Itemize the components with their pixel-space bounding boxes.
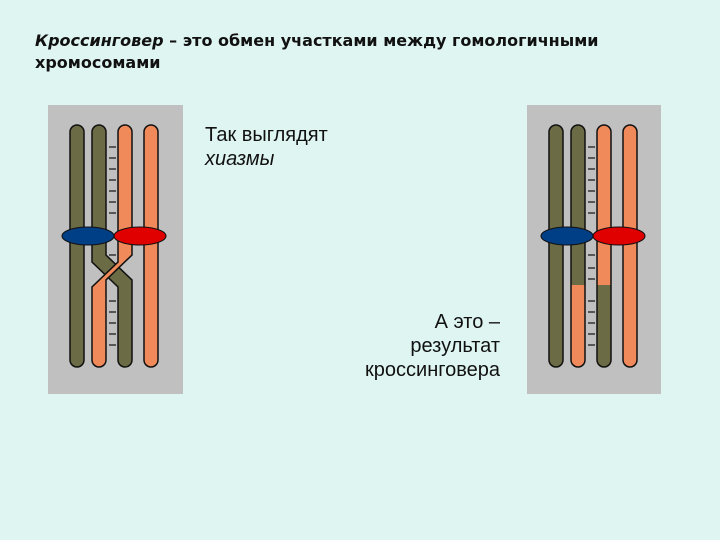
centromere-red — [113, 226, 167, 246]
centromere-red — [592, 226, 646, 246]
chromatid-olive-inner — [91, 124, 133, 368]
result-caption: А это – результат кроссинговера — [300, 310, 500, 382]
result-caption-line2: результат — [410, 335, 500, 357]
title-term: Кроссинговер — [35, 31, 164, 50]
title-text: – это обмен участками между гомологичным… — [35, 31, 599, 72]
crossover-result-drawing — [540, 124, 646, 368]
chiasma-caption-line1: Так выглядят — [205, 124, 328, 146]
chromatid-olive-recombinant — [571, 125, 585, 367]
centromere-blue — [61, 226, 115, 246]
centromere-blue — [540, 226, 594, 246]
chiasma-caption: Так выглядят хиазмы — [205, 123, 328, 171]
chromatid-orange-inner — [91, 124, 133, 368]
chromatid-orange-recombinant — [597, 125, 611, 367]
result-caption-line1: А это – — [434, 311, 500, 333]
chromatid-olive-outer — [69, 124, 85, 368]
chromatid-orange-outer — [622, 124, 638, 368]
chromatid-olive-outer — [548, 124, 564, 368]
chiasma-diagram — [48, 105, 183, 394]
result-caption-line3: кроссинговера — [365, 359, 500, 381]
crossover-result-diagram — [527, 105, 661, 394]
chiasma-caption-line2: хиазмы — [205, 148, 275, 170]
chiasma-drawing — [61, 124, 167, 368]
chromatid-orange-outer — [143, 124, 159, 368]
slide-title: Кроссинговер – это обмен участками между… — [35, 30, 695, 74]
